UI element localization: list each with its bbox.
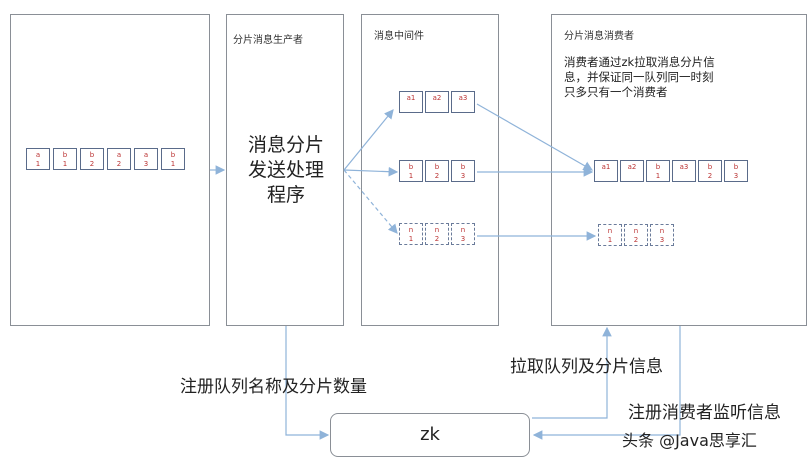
consumer-cell-label: b [707, 163, 713, 171]
middleware-cell: a1 [399, 91, 423, 113]
producer-panel: 分片消息生产者 消息分片 发送处理 程序 [226, 14, 344, 326]
middleware-cell-label: a2 [432, 94, 442, 102]
consumer-cell: a2 [620, 160, 644, 182]
label-register-consumer: 注册消费者监听信息 [628, 403, 781, 423]
label-register-queue: 注册队列名称及分片数量 [180, 377, 367, 397]
source-cell-label: a [116, 151, 122, 159]
producer-body-line-3: 程序 [266, 184, 305, 206]
middleware-cell-label: n [408, 226, 414, 234]
middleware-cell: a3 [451, 91, 475, 113]
source-cell-label: a [143, 151, 149, 159]
consumer-note-line-1: 消费者通过zk拉取消息分片信 [564, 55, 715, 69]
consumer-cell-label: b [655, 163, 661, 171]
consumer-cell-label: n [659, 227, 665, 235]
arrow-consumer-to-zk [532, 326, 681, 440]
source-cell-label: b [170, 151, 176, 159]
source-panel [10, 14, 210, 326]
middleware-cell-label: n [434, 226, 440, 234]
consumer-cell-label: b [733, 163, 739, 171]
middleware-cell-index: 1 [408, 172, 414, 180]
source-cell-index: 2 [89, 160, 95, 168]
source-cell-label: b [62, 151, 68, 159]
middleware-cell-index: 2 [434, 235, 440, 243]
consumer-cell-index: 3 [659, 236, 665, 244]
consumer-cell-index: 2 [633, 236, 639, 244]
producer-title: 分片消息生产者 [233, 35, 303, 46]
arrow-zk-to-consumer [532, 326, 612, 419]
consumer-cell-index: 1 [655, 172, 661, 180]
producer-body-line-2: 发送处理 [247, 159, 324, 181]
middleware-cell-label: b [434, 163, 440, 171]
source-cell-index: 1 [35, 160, 41, 168]
consumer-note-line-3: 只多只有一个消费者 [564, 85, 668, 99]
consumer-cell-label: a3 [679, 163, 689, 171]
source-cell-index: 3 [143, 160, 149, 168]
middleware-cell-index: 2 [434, 172, 440, 180]
arrow-row-a-to-consumer [476, 103, 594, 171]
producer-body: 消息分片 发送处理 程序 [236, 133, 336, 208]
consumer-cell-label: n [633, 227, 639, 235]
source-cell-label: a [35, 151, 41, 159]
source-cell-index: 2 [116, 160, 122, 168]
consumer-cell-label: n [607, 227, 613, 235]
middleware-cell: a2 [425, 91, 449, 113]
middleware-cell-index: 3 [460, 235, 466, 243]
consumer-cell: a3 [672, 160, 696, 182]
label-pull-queue: 拉取队列及分片信息 [510, 357, 663, 377]
watermark: 头条 @Java思享汇 [622, 431, 757, 450]
zk-node: zk [330, 413, 530, 457]
source-cell-index: 1 [62, 160, 68, 168]
middleware-cell-label: a3 [458, 94, 468, 102]
middleware-cell-label: n [460, 226, 466, 234]
consumer-note-line-2: 息，并保证同一队列同一时刻 [564, 70, 714, 84]
arrow-producer-to-row-b [343, 166, 399, 177]
middleware-cell-index: 3 [460, 172, 466, 180]
source-cell-index: 1 [170, 160, 176, 168]
middleware-cell-label: b [460, 163, 466, 171]
consumer-cell-index: 1 [607, 236, 613, 244]
producer-body-line-1: 消息分片 [247, 134, 324, 156]
consumer-cell-index: 3 [733, 172, 739, 180]
middleware-cell-label: b [408, 163, 414, 171]
consumer-cell: a1 [594, 160, 618, 182]
arrow-producer-to-row-n [343, 169, 398, 234]
source-cell-label: b [89, 151, 95, 159]
arrow-producer-to-row-a [343, 109, 394, 171]
arrow-producer-to-zk [285, 326, 330, 440]
middleware-cell-index: 1 [408, 235, 414, 243]
consumer-cell-index: 2 [707, 172, 713, 180]
consumer-cell-label: a1 [601, 163, 611, 171]
consumer-note: 消费者通过zk拉取消息分片信 息，并保证同一队列同一时刻 只多只有一个消费者 [564, 55, 715, 100]
consumer-title: 分片消息消费者 [564, 31, 634, 42]
consumer-cell-label: a2 [627, 163, 637, 171]
middleware-cell-label: a1 [406, 94, 416, 102]
middleware-title: 消息中间件 [374, 31, 424, 42]
